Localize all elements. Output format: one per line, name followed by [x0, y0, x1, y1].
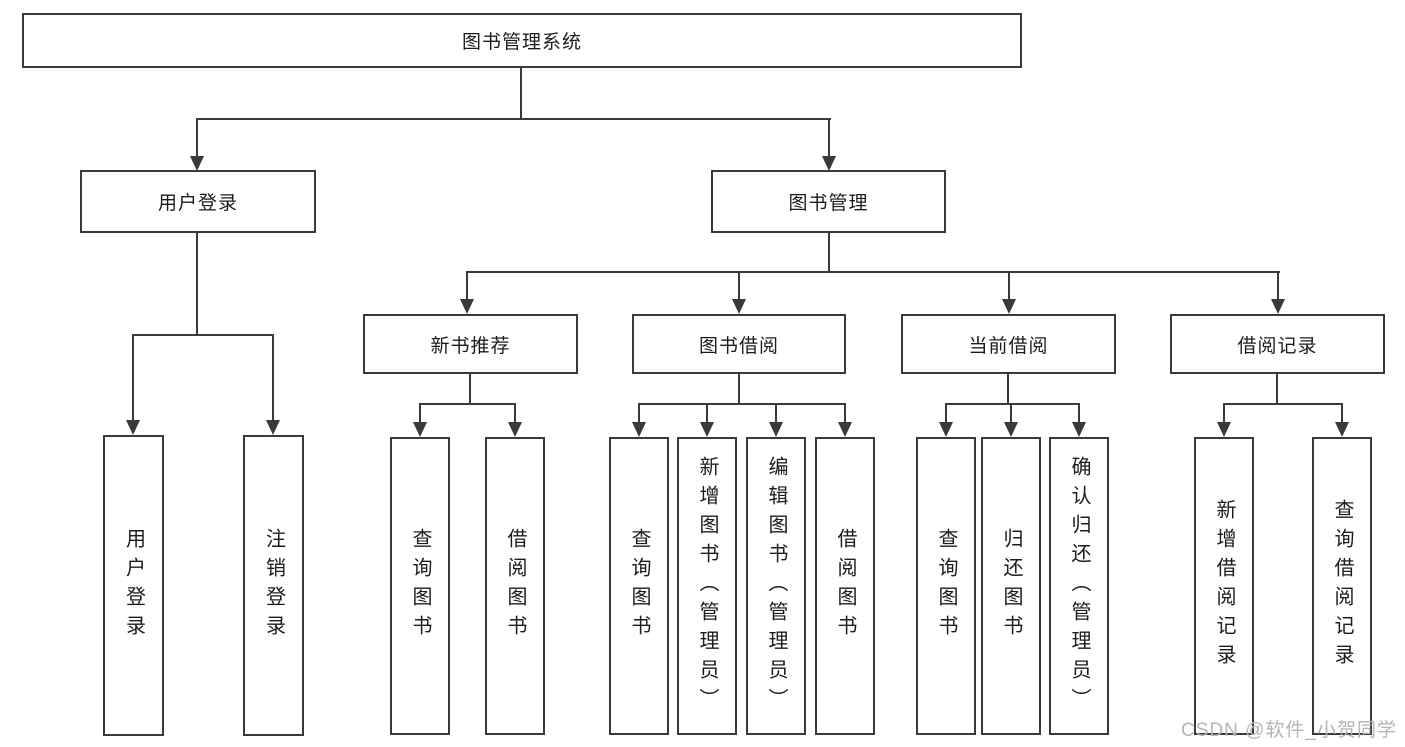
node-query-books: 查询图书: [916, 437, 976, 735]
connector-stem: [514, 403, 516, 423]
connector-stem: [1277, 271, 1279, 301]
connector-stem: [775, 403, 777, 423]
arrow-down-icon: [700, 422, 714, 437]
connector-stem: [1276, 374, 1278, 404]
arrow-down-icon: [460, 299, 474, 314]
connector-stem: [1007, 374, 1009, 404]
connector-stem: [272, 334, 274, 422]
arrow-down-icon: [266, 420, 280, 435]
connector-stem: [1008, 271, 1010, 301]
arrow-down-icon: [732, 299, 746, 314]
connector-stem: [706, 403, 708, 423]
csdn-watermark: CSDN @软件_小贺同学: [1181, 720, 1397, 741]
connector-rail: [638, 403, 846, 405]
connector-stem: [469, 374, 471, 404]
node-book-management: 图书管理: [711, 170, 946, 233]
connector-user-login-down: [196, 233, 198, 336]
arrow-down-icon: [1271, 299, 1285, 314]
arrow-down-icon: [126, 420, 140, 435]
node-book-borrow: 图书借阅: [632, 314, 846, 374]
node-user-login-leaf: 用户登录: [103, 435, 164, 736]
arrow-down-icon: [769, 422, 783, 437]
connector-stem: [945, 403, 947, 423]
arrow-down-icon: [838, 422, 852, 437]
node-query-books: 查询图书: [609, 437, 669, 735]
arrow-down-icon: [1002, 299, 1016, 314]
connector-stem: [1341, 403, 1343, 423]
node-borrow-books: 借阅图书: [815, 437, 875, 735]
connector-user-login-stem: [196, 118, 198, 158]
arrow-down-icon: [413, 422, 427, 437]
connector-book-mgmt-down: [828, 233, 830, 273]
arrow-down-icon: [822, 156, 836, 171]
connector-stem: [132, 334, 134, 422]
connector-stem: [1223, 403, 1225, 423]
connector-user-login-rail: [132, 334, 274, 336]
connector-stem: [738, 374, 740, 404]
arrow-down-icon: [939, 422, 953, 437]
node-logout-leaf: 注销登录: [243, 435, 304, 736]
node-add-borrow-record: 新增借阅记录: [1194, 437, 1254, 735]
connector-stem: [1078, 403, 1080, 423]
arrow-down-icon: [1072, 422, 1086, 437]
connector-rail: [945, 403, 1080, 405]
node-edit-books-admin: 编辑图书（管理员）: [746, 437, 806, 735]
node-add-books-admin: 新增图书（管理员）: [677, 437, 737, 735]
connector-stem: [844, 403, 846, 423]
connector-level3-rail: [466, 271, 1280, 273]
node-return-books: 归还图书: [981, 437, 1041, 735]
arrow-down-icon: [632, 422, 646, 437]
node-query-books: 查询图书: [390, 437, 450, 735]
node-user-login: 用户登录: [80, 170, 316, 233]
node-current-borrow: 当前借阅: [901, 314, 1116, 374]
node-query-borrow-record: 查询借阅记录: [1312, 437, 1372, 735]
connector-root-stem: [520, 67, 522, 119]
connector-stem: [466, 271, 468, 301]
connector-book-mgmt-stem: [828, 118, 830, 158]
connector-rail: [419, 403, 516, 405]
node-new-book-recommend: 新书推荐: [363, 314, 578, 374]
connector-level2-rail: [196, 118, 831, 120]
node-library-system: 图书管理系统: [22, 13, 1022, 68]
arrow-down-icon: [1004, 422, 1018, 437]
connector-rail: [1223, 403, 1343, 405]
arrow-down-icon: [1335, 422, 1349, 437]
connector-stem: [419, 403, 421, 423]
node-borrow-records: 借阅记录: [1170, 314, 1385, 374]
connector-stem: [1010, 403, 1012, 423]
connector-stem: [738, 271, 740, 301]
arrow-down-icon: [508, 422, 522, 437]
node-borrow-books: 借阅图书: [485, 437, 545, 735]
connector-stem: [638, 403, 640, 423]
node-confirm-return-admin: 确认归还（管理员）: [1049, 437, 1109, 735]
arrow-down-icon: [190, 156, 204, 171]
arrow-down-icon: [1217, 422, 1231, 437]
